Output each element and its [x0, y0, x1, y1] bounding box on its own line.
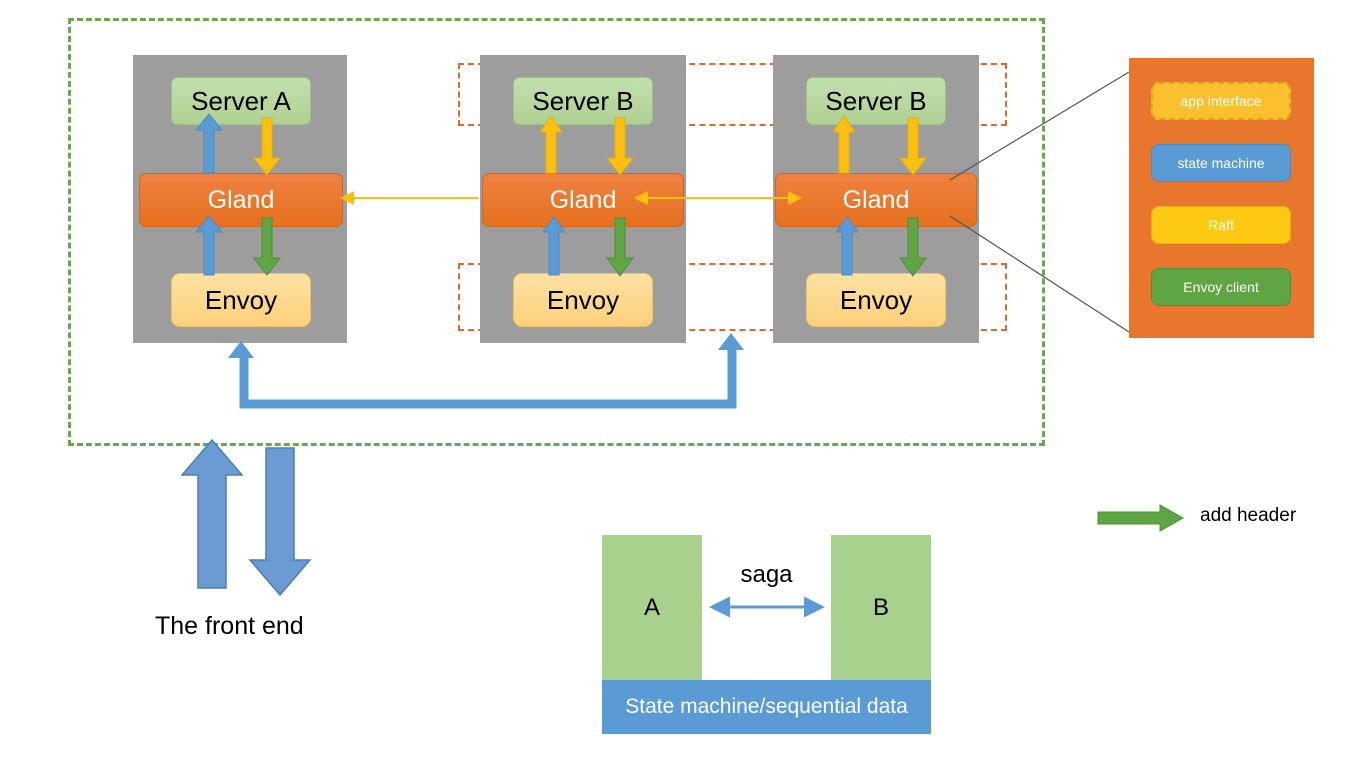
legend-add-header-label: add header — [1200, 505, 1297, 526]
detail-item-state-machine[interactable]: state machine — [1151, 144, 1291, 182]
detail-item-app-interface[interactable]: app interface — [1151, 82, 1291, 120]
gland-box-b1[interactable]: Gland — [482, 173, 684, 227]
host-container-b1: Server B Gland Envoy — [480, 55, 686, 343]
envoy-box-a[interactable]: Envoy — [171, 273, 311, 327]
gland-box-a[interactable]: Gland — [139, 173, 343, 227]
server-box-b2[interactable]: Server B — [806, 77, 946, 125]
arrow-frontend-up — [180, 438, 244, 589]
gland-box-b2[interactable]: Gland — [775, 173, 977, 227]
arrow-frontend-down — [248, 447, 312, 597]
gland-detail-panel: app interface state machine Raft Envoy c… — [1129, 58, 1314, 338]
saga-base-bar: State machine/sequential data — [602, 680, 931, 734]
envoy-box-b1[interactable]: Envoy — [513, 273, 653, 327]
server-box-b1[interactable]: Server B — [513, 77, 653, 125]
front-end-label: The front end — [155, 612, 304, 640]
server-box-a[interactable]: Server A — [171, 77, 311, 125]
host-container-b2: Server B Gland Envoy — [773, 55, 979, 343]
detail-item-envoy-client[interactable]: Envoy client — [1151, 268, 1291, 306]
legend-arrow-add-header — [1097, 504, 1185, 532]
saga-box-a[interactable]: A — [602, 535, 702, 680]
detail-item-raft[interactable]: Raft — [1151, 206, 1291, 244]
saga-connector-label: saga — [740, 561, 793, 588]
saga-box-b[interactable]: B — [831, 535, 931, 680]
host-container-a: Server A Gland Envoy — [133, 55, 347, 343]
envoy-box-b2[interactable]: Envoy — [806, 273, 946, 327]
